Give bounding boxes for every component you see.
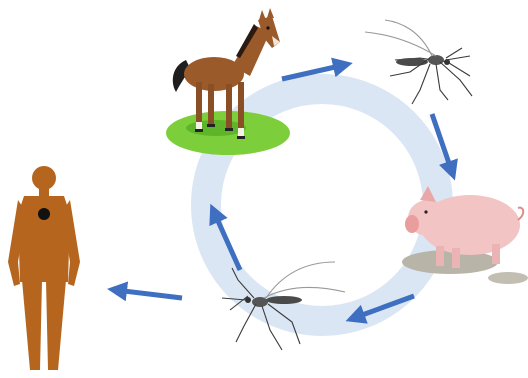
human-icon [8, 166, 80, 370]
horse-icon [166, 8, 290, 155]
arrow-mosquito-to-human [116, 290, 182, 298]
